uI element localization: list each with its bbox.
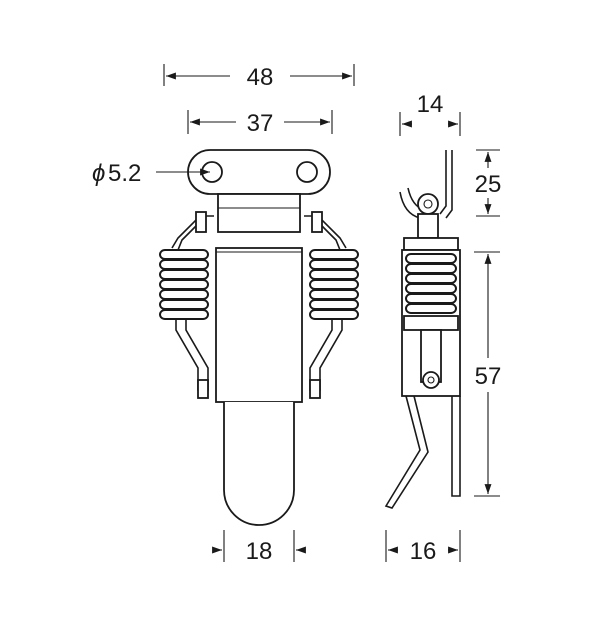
dim-hole-diameter: 5.2 <box>108 160 141 187</box>
spring-coil <box>309 309 359 320</box>
side-view <box>384 150 461 509</box>
spring-coil <box>405 263 457 274</box>
spring-coil <box>159 259 209 270</box>
spring-coil <box>159 309 209 320</box>
dim-overall-width: 48 <box>247 64 274 91</box>
side-spring <box>405 253 457 314</box>
hook-pivot <box>417 193 439 215</box>
mounting-hole-right <box>296 161 318 183</box>
hinge-neck <box>217 193 301 233</box>
dim-hole-pitch: 37 <box>247 110 274 137</box>
spring-coil <box>405 293 457 304</box>
left-spring <box>159 249 209 320</box>
dim-diameter-symbol: ϕ <box>92 160 105 187</box>
dim-plate-width: 18 <box>246 538 273 565</box>
spring-coil <box>159 249 209 260</box>
spring-coil <box>309 269 359 280</box>
spring-coil <box>309 299 359 310</box>
dim-body-length: 57 <box>475 363 502 390</box>
mounting-plate <box>187 149 331 195</box>
lower-tongue <box>223 402 295 526</box>
side-lever <box>384 395 429 509</box>
spring-coil <box>309 289 359 300</box>
hook <box>439 150 453 219</box>
spring-coil <box>159 269 209 280</box>
spring-coil <box>309 249 359 260</box>
spring-coil <box>159 279 209 290</box>
spring-coil <box>159 299 209 310</box>
spring-coil <box>405 303 457 314</box>
latch-body <box>215 247 303 403</box>
spring-coil <box>405 283 457 294</box>
middle-band <box>403 315 459 331</box>
dim-side-width: 16 <box>410 538 437 565</box>
upper-collar <box>403 237 459 251</box>
front-view <box>159 149 359 526</box>
right-spring <box>309 249 359 320</box>
dim-hook-height: 25 <box>475 171 502 198</box>
spring-coil <box>405 253 457 264</box>
spring-coil <box>159 289 209 300</box>
dim-hook-depth: 14 <box>417 91 444 118</box>
dimension-lines: 48 37 ϕ 5.2 14 25 57 18 <box>92 64 501 565</box>
spring-coil <box>309 279 359 290</box>
side-lower-plate <box>451 396 461 497</box>
spring-coil <box>309 259 359 270</box>
spring-coil <box>405 273 457 284</box>
